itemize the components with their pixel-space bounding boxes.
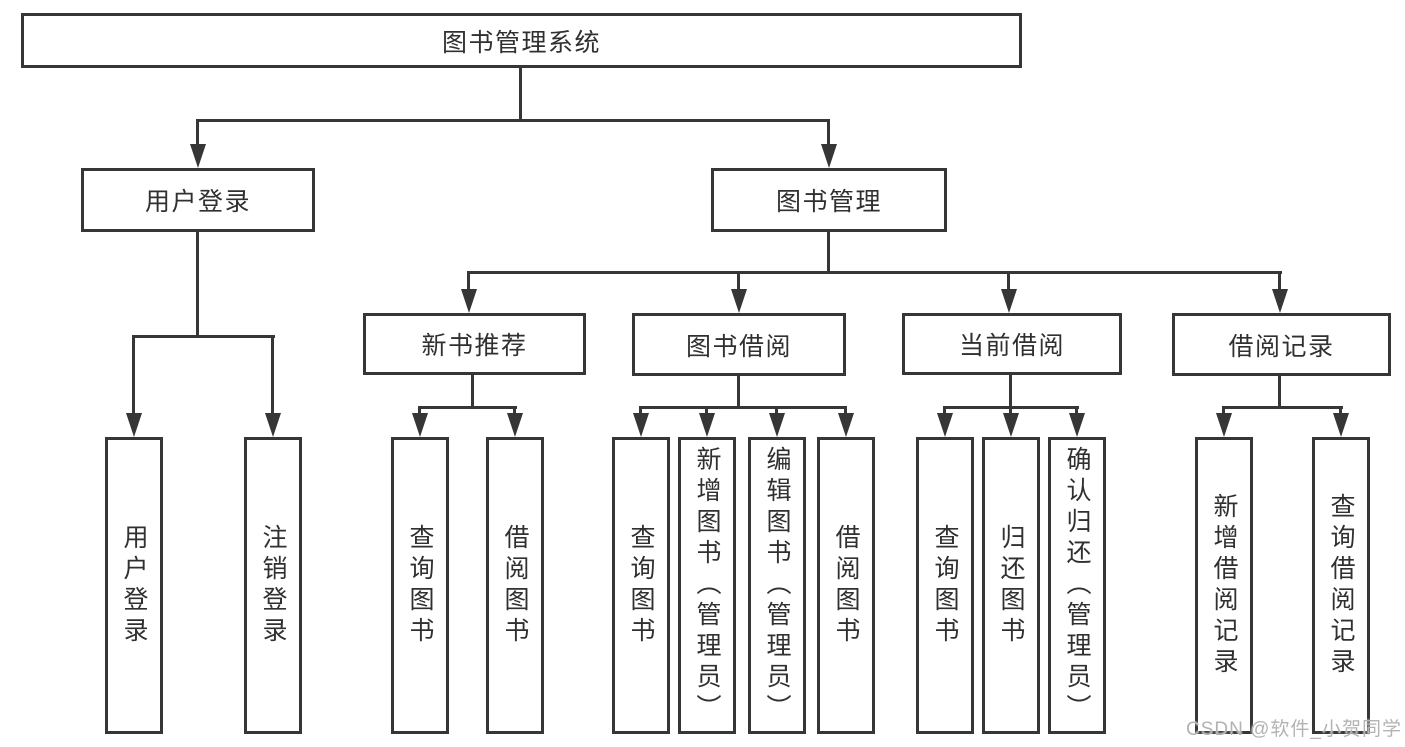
- arrow-down-icon: [507, 413, 523, 437]
- arrow-down-icon: [1272, 289, 1288, 313]
- node-root-library-management-system: 图书管理系统: [21, 13, 1022, 68]
- connector-vline: [775, 406, 778, 416]
- arrow-down-icon: [126, 413, 142, 437]
- arrow-down-icon: [731, 289, 747, 313]
- connector-vline: [1007, 271, 1010, 293]
- connector-vline: [1009, 406, 1012, 416]
- arrow-down-icon: [1003, 413, 1019, 437]
- leaf-add-books-admin: 新增图书（管理员）: [678, 437, 736, 734]
- leaf-query-books-recommend: 查询图书: [391, 437, 449, 734]
- arrow-down-icon: [937, 413, 953, 437]
- connector-vline: [827, 119, 830, 148]
- leaf-return-books: 归还图书: [982, 437, 1040, 734]
- arrow-down-icon: [1001, 289, 1017, 313]
- connector-vline: [271, 335, 274, 415]
- connector-vline: [737, 271, 740, 293]
- arrow-down-icon: [190, 144, 206, 168]
- arrow-down-icon: [1216, 413, 1232, 437]
- leaf-user-login: 用户登录: [105, 437, 163, 734]
- connector-hline: [468, 271, 1282, 274]
- connector-vline: [467, 271, 470, 293]
- connector-vline: [705, 406, 708, 416]
- connector-vline: [519, 68, 522, 121]
- arrow-down-icon: [838, 413, 854, 437]
- arrow-down-icon: [821, 144, 837, 168]
- leaf-add-borrow-record: 新增借阅记录: [1195, 437, 1253, 734]
- connector-vline: [471, 375, 474, 408]
- leaf-query-books-borrow: 查询图书: [612, 437, 670, 734]
- connector-vline: [1075, 406, 1078, 416]
- arrow-down-icon: [769, 413, 785, 437]
- node-new-book-recommend: 新书推荐: [363, 313, 586, 375]
- leaf-borrow-books-recommend: 借阅图书: [486, 437, 544, 734]
- connector-vline: [132, 335, 135, 415]
- connector-vline: [827, 232, 830, 274]
- node-book-borrow: 图书借阅: [632, 313, 846, 376]
- node-current-borrow: 当前借阅: [902, 313, 1122, 375]
- leaf-borrow-books: 借阅图书: [817, 437, 875, 734]
- arrow-down-icon: [699, 413, 715, 437]
- node-borrow-records: 借阅记录: [1172, 313, 1391, 376]
- arrow-down-icon: [1069, 413, 1085, 437]
- connector-vline: [418, 406, 421, 416]
- connector-vline: [1278, 271, 1281, 293]
- connector-vline: [1222, 406, 1225, 416]
- connector-hline: [418, 406, 517, 409]
- arrow-down-icon: [265, 413, 281, 437]
- connector-hline: [196, 119, 830, 122]
- arrow-down-icon: [461, 289, 477, 313]
- connector-vline: [639, 406, 642, 416]
- leaf-query-books-current: 查询图书: [916, 437, 974, 734]
- connector-vline: [737, 376, 740, 408]
- leaf-edit-books-admin: 编辑图书（管理员）: [748, 437, 806, 734]
- connector-vline: [513, 406, 516, 416]
- node-book-management: 图书管理: [711, 168, 947, 232]
- arrow-down-icon: [412, 413, 428, 437]
- node-user-login: 用户登录: [81, 168, 315, 232]
- connector-vline: [1009, 375, 1012, 408]
- connector-vline: [196, 232, 199, 337]
- leaf-confirm-return-admin: 确认归还（管理员）: [1048, 437, 1106, 734]
- connector-vline: [1339, 406, 1342, 416]
- connector-vline: [196, 119, 199, 148]
- leaf-logout-login: 注销登录: [244, 437, 302, 734]
- arrow-down-icon: [1333, 413, 1349, 437]
- connector-hline: [132, 335, 275, 338]
- connector-vline: [943, 406, 946, 416]
- connector-hline: [639, 406, 847, 409]
- arrow-down-icon: [633, 413, 649, 437]
- leaf-query-borrow-record: 查询借阅记录: [1312, 437, 1370, 734]
- watermark-text: CSDN @软件_小贺同学: [1186, 719, 1402, 740]
- connector-vline: [1278, 376, 1281, 408]
- connector-vline: [844, 406, 847, 416]
- connector-hline: [1222, 406, 1343, 409]
